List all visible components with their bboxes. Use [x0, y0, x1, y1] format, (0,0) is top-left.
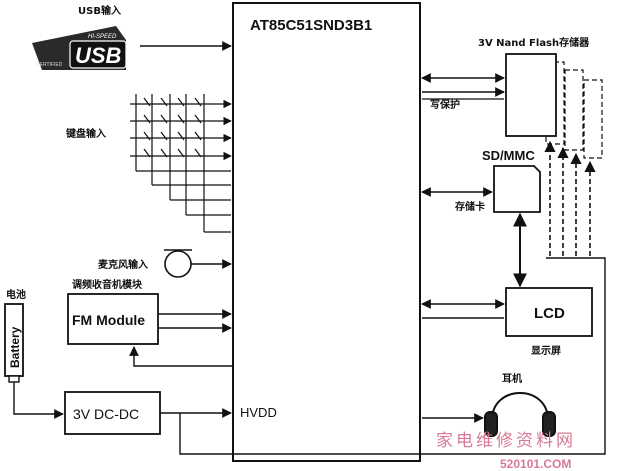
write-protect-label: 写保护	[430, 98, 460, 111]
microphone-icon	[164, 249, 192, 278]
mic-input-label: 麦克风输入	[98, 258, 148, 271]
svg-text:USB: USB	[75, 43, 122, 68]
watermark-url: 520101.COM	[500, 457, 571, 471]
nand-caption: 3V Nand Flash存储器	[478, 36, 590, 49]
keyboard-matrix	[130, 94, 231, 233]
fm-module-caption: 调频收音机模块	[72, 278, 143, 291]
nand-flash-chip	[505, 53, 557, 137]
svg-text:CERTIFIED: CERTIFIED	[36, 62, 63, 68]
watermark-text: 家电维修资料网	[436, 431, 576, 451]
usb-input-label: USB输入	[78, 4, 121, 17]
lcd-box	[505, 287, 593, 337]
battery-caption: 电池	[6, 288, 26, 301]
keyboard-input-label: 键盘输入	[65, 127, 106, 140]
sd-caption: 存储卡	[455, 200, 485, 213]
chip-select-lines	[544, 140, 596, 256]
lcd-caption: 显示屏	[531, 345, 561, 357]
fm-control-arrow	[129, 346, 233, 367]
fm-module-label: FM Module	[72, 312, 145, 328]
dcdc-label: 3V DC-DC	[73, 406, 139, 422]
battery-terminal	[8, 375, 20, 383]
svg-text:HI-SPEED: HI-SPEED	[88, 34, 117, 40]
headphone-caption: 耳机	[502, 372, 522, 385]
usb-logo-icon: HI-SPEED CERTIFIED USB	[32, 26, 127, 70]
lcd-label: LCD	[534, 305, 565, 322]
hvdd-pin-label: HVDD	[240, 405, 277, 420]
sd-title: SD/MMC	[482, 148, 535, 163]
headphone-icon	[484, 392, 556, 437]
sd-card-icon	[493, 165, 541, 213]
power-rail	[179, 257, 606, 455]
fm-module-box	[67, 293, 159, 345]
mcu-block	[232, 2, 421, 462]
mcu-title: AT85C51SND3B1	[250, 17, 372, 34]
battery-wire	[13, 382, 64, 419]
battery-label: Battery	[8, 326, 22, 368]
